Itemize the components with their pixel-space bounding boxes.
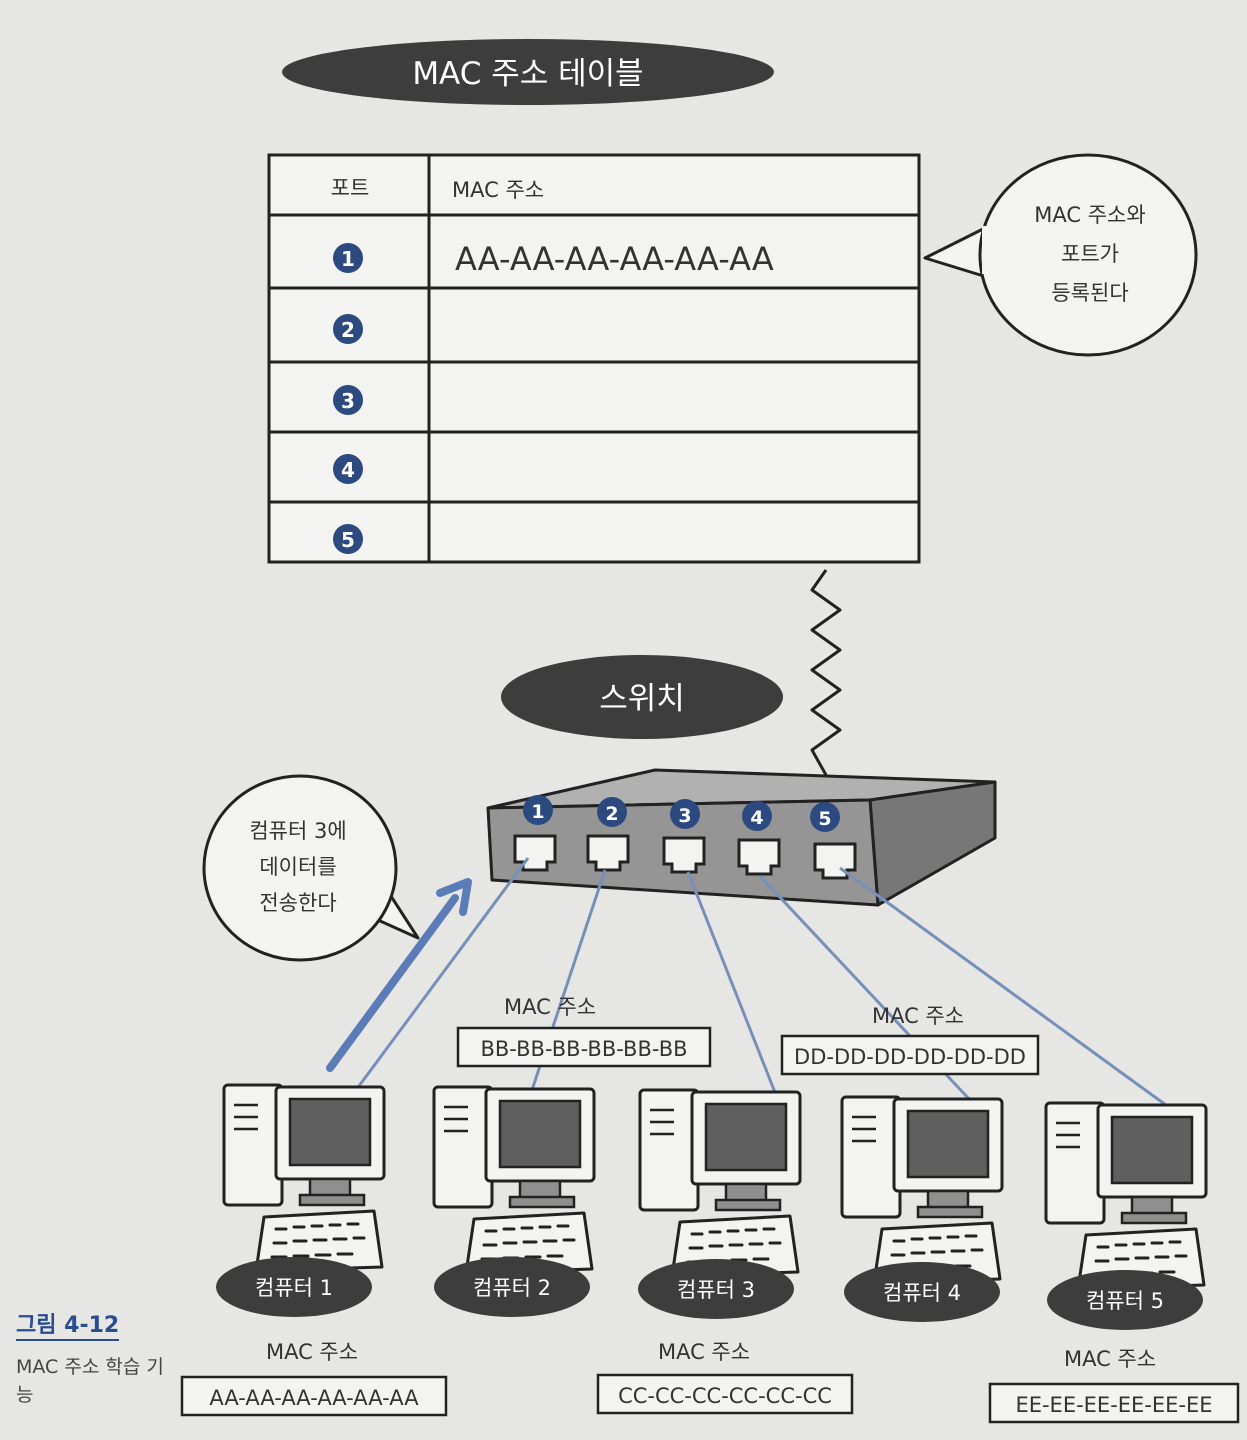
table-row: 5 (333, 524, 363, 554)
figure-number: 그림 4-12 (16, 1313, 120, 1341)
send-line-3: 전송한다 (259, 891, 336, 915)
switch-port-label-1: 1 (531, 801, 544, 823)
mac-label-computer-4: MAC 주소 DD-DD-DD-DD-DD-DD (780, 1004, 1040, 1076)
computer-1-icon (222, 1083, 386, 1273)
mac-value-4: DD-DD-DD-DD-DD-DD (794, 1045, 1026, 1069)
computer-3-icon (638, 1088, 802, 1278)
computer-5-icon (1044, 1101, 1208, 1291)
transmit-arrow (326, 878, 472, 1072)
computer-4-icon (840, 1095, 1004, 1285)
row-mac-1: AA-AA-AA-AA-AA-AA (455, 240, 774, 278)
row-port-1: 1 (341, 247, 355, 271)
switch-port-5: 5 (810, 802, 857, 880)
computer-4-name: 컴퓨터 4 (883, 1281, 961, 1305)
computer-2-name: 컴퓨터 2 (473, 1276, 551, 1300)
switch-label-pill: 스위치 (501, 655, 783, 739)
cable-1 (354, 857, 530, 1091)
mac-caption-1: MAC 주소 (266, 1340, 358, 1364)
mac-value-2: BB-BB-BB-BB-BB-BB (480, 1037, 687, 1061)
port-badge-1 (333, 243, 363, 273)
mac-caption-2: MAC 주소 (504, 995, 596, 1019)
computer-2-icon (432, 1085, 596, 1275)
switch-label: 스위치 (599, 681, 685, 717)
table-row: 2 (333, 314, 363, 344)
switch-port-2: 2 (586, 797, 630, 872)
mac-label-computer-1: MAC 주소 AA-AA-AA-AA-AA-AA (180, 1340, 448, 1417)
switch-port-label-2: 2 (605, 803, 618, 825)
mac-label-computer-3: MAC 주소 CC-CC-CC-CC-CC-CC (596, 1340, 854, 1415)
cable-5 (839, 866, 1171, 1110)
mac-address-table: 포트 MAC 주소 1 AA-AA-AA-AA-AA-AA 2 3 4 5 (267, 153, 921, 564)
mac-value-3: CC-CC-CC-CC-CC-CC (618, 1384, 832, 1408)
zigzag-connector (810, 569, 842, 776)
table-title: MAC 주소 테이블 (412, 56, 643, 92)
switch-port-label-5: 5 (818, 808, 831, 830)
register-line-3: 등록된다 (1051, 281, 1128, 305)
computer-5-name: 컴퓨터 5 (1086, 1289, 1164, 1313)
mac-label-computer-5: MAC 주소 EE-EE-EE-EE-EE-EE (988, 1347, 1240, 1424)
computer-4-pill: 컴퓨터 4 (844, 1262, 1000, 1322)
mac-caption-5: MAC 주소 (1064, 1347, 1156, 1371)
register-line-2: 포트가 (1061, 242, 1119, 266)
table-row: 3 (333, 385, 363, 415)
row-port-5: 5 (341, 528, 355, 552)
table-row: 4 (333, 454, 363, 484)
figure-caption: MAC 주소 학습 기능 (16, 1356, 164, 1406)
register-speech-bubble: MAC 주소와 포트가 등록된다 (923, 153, 1198, 357)
table-row: 1 AA-AA-AA-AA-AA-AA (333, 240, 774, 278)
row-port-3: 3 (341, 389, 355, 413)
port-badge-5 (333, 524, 363, 554)
send-line-2: 데이터를 (259, 855, 336, 879)
computer-5-pill: 컴퓨터 5 (1047, 1270, 1203, 1330)
row-port-2: 2 (341, 318, 355, 342)
switch-port-3: 3 (662, 799, 706, 874)
switch-port-4: 4 (737, 801, 781, 876)
computer-3-name: 컴퓨터 3 (677, 1278, 755, 1302)
mac-value-5: EE-EE-EE-EE-EE-EE (1015, 1393, 1212, 1417)
switch-port-label-3: 3 (678, 805, 691, 827)
mac-caption-4: MAC 주소 (872, 1004, 964, 1028)
computer-1-name: 컴퓨터 1 (255, 1276, 333, 1300)
computer-1-pill: 컴퓨터 1 (216, 1257, 372, 1317)
mac-label-computer-2: MAC 주소 BB-BB-BB-BB-BB-BB (456, 995, 712, 1068)
computer-2-pill: 컴퓨터 2 (434, 1257, 590, 1317)
cable-3 (686, 871, 780, 1101)
send-line-1: 컴퓨터 3에 (249, 819, 346, 843)
switch-port-label-4: 4 (750, 807, 763, 829)
header-mac: MAC 주소 (452, 178, 544, 202)
port-badge-4 (333, 454, 363, 484)
switch-device: 1 2 3 4 5 (486, 768, 997, 907)
mac-value-1: AA-AA-AA-AA-AA-AA (209, 1386, 419, 1410)
port-badge-3 (333, 385, 363, 415)
mac-caption-3: MAC 주소 (658, 1340, 750, 1364)
computer-3-pill: 컴퓨터 3 (638, 1259, 794, 1319)
send-speech-bubble: 컴퓨터 3에 데이터를 전송한다 (202, 774, 420, 962)
header-port: 포트 (331, 176, 370, 200)
port-badge-2 (333, 314, 363, 344)
table-title-pill: MAC 주소 테이블 (282, 39, 774, 105)
row-port-4: 4 (341, 458, 355, 482)
register-line-1: MAC 주소와 (1034, 203, 1145, 227)
